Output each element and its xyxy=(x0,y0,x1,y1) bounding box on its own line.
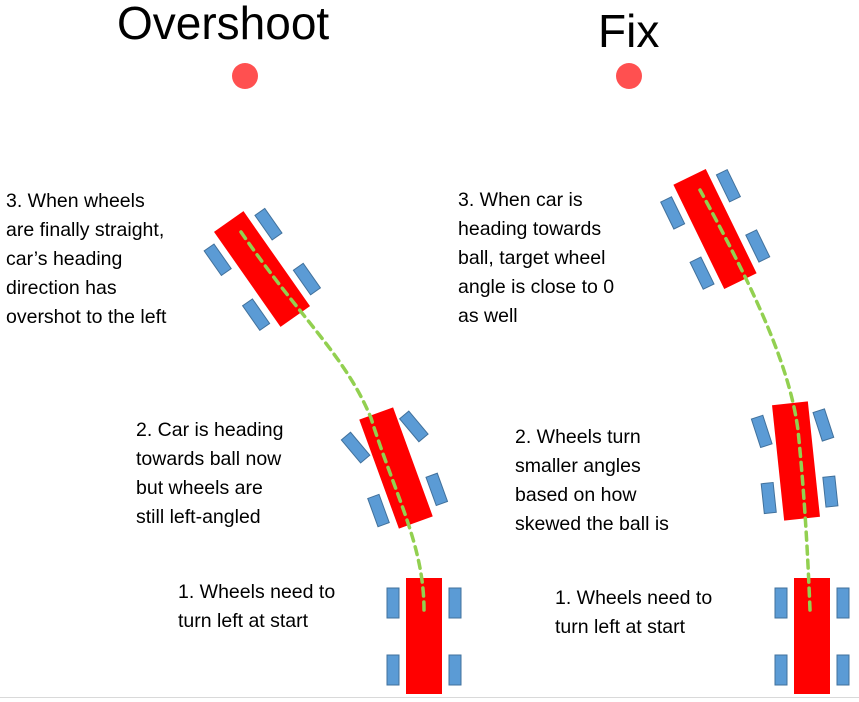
path-overshoot xyxy=(239,230,426,612)
note-line: ball, target wheel xyxy=(458,247,606,269)
ball-overshoot xyxy=(232,63,258,89)
car-overshoot-end xyxy=(203,207,322,332)
note-line: still left-angled xyxy=(136,506,261,528)
note-line: angle is close to 0 xyxy=(458,276,615,298)
note-line: as well xyxy=(458,305,518,327)
note-fix-step3: 3. When car is heading towards ball, tar… xyxy=(458,186,614,331)
note-line: but wheels are xyxy=(136,477,263,499)
car-fix-middle xyxy=(750,401,839,521)
note-line: turn left at start xyxy=(178,610,309,632)
bottom-divider xyxy=(0,697,859,698)
note-line: smaller angles xyxy=(515,455,641,477)
note-line: direction has xyxy=(6,277,117,299)
note-line: based on how xyxy=(515,484,637,506)
note-overshoot-step2: 2. Car is heading towards ball now but w… xyxy=(136,416,283,532)
note-line: 3. When wheels xyxy=(6,190,145,212)
note-line: 2. Wheels turn xyxy=(515,426,641,448)
note-line: 2. Car is heading xyxy=(136,419,284,441)
note-line: turn left at start xyxy=(555,616,686,638)
note-line: are finally straight, xyxy=(6,219,165,241)
note-fix-step2: 2. Wheels turn smaller angles based on h… xyxy=(515,423,669,539)
note-line: car’s heading xyxy=(6,248,123,270)
path-fix xyxy=(698,188,812,612)
title-overshoot: Overshoot xyxy=(117,0,330,49)
note-line: 1. Wheels need to xyxy=(178,581,336,603)
note-fix-step1: 1. Wheels need to turn left at start xyxy=(555,584,712,642)
note-line: overshot to the left xyxy=(6,306,167,328)
note-line: heading towards xyxy=(458,218,602,240)
note-line: towards ball now xyxy=(136,448,282,470)
car-overshoot-middle xyxy=(340,407,449,529)
title-fix: Fix xyxy=(598,5,660,57)
note-overshoot-step1: 1. Wheels need to turn left at start xyxy=(178,578,335,636)
note-line: skewed the ball is xyxy=(515,513,669,535)
car-fix-end xyxy=(660,168,771,290)
note-line: 1. Wheels need to xyxy=(555,587,713,609)
note-line: 3. When car is xyxy=(458,189,583,211)
ball-fix xyxy=(616,63,642,89)
note-overshoot-step3: 3. When wheels are finally straight, car… xyxy=(6,187,166,332)
car-fix-start xyxy=(774,578,850,694)
